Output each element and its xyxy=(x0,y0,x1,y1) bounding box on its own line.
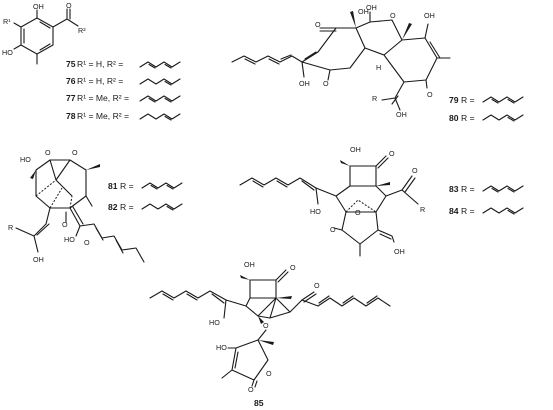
atom-o-85-ring: O xyxy=(266,369,272,378)
label-76-text: R¹ = H, R² = xyxy=(77,76,123,86)
label-77-number: 77 xyxy=(66,93,76,103)
chain-75 xyxy=(139,61,181,69)
atom-oh-79-left: OH xyxy=(299,79,310,88)
atom-oh-79-right: OH xyxy=(424,11,435,20)
chain-77 xyxy=(139,95,181,103)
atom-o-83-ketone: O xyxy=(389,149,395,158)
atom-o-81-c: O xyxy=(62,220,68,229)
label-77-text: R¹ = Me, R² = xyxy=(77,93,129,103)
label-84-number: 84 xyxy=(449,206,459,216)
label-76-number: 76 xyxy=(66,76,76,86)
atom-oh-79-top: OH xyxy=(358,7,369,16)
atom-o-acyl: O xyxy=(66,1,72,10)
atom-oh-85-top: OH xyxy=(244,260,255,269)
structure-81-82: HO O O R OH O HO O 81 R = 82 R = xyxy=(8,148,183,264)
label-75-number: 75 xyxy=(66,59,76,69)
atom-r1: R¹ xyxy=(3,17,11,26)
chain-84 xyxy=(482,207,524,215)
label-82-text: R = xyxy=(120,202,134,212)
atom-ho-85-bot: HO xyxy=(216,343,227,352)
atom-o-85-c: O xyxy=(248,385,254,394)
atom-o-85-ketone: O xyxy=(290,263,296,272)
label-81-number: 81 xyxy=(108,181,118,191)
label-85-number: 85 xyxy=(254,398,264,408)
atom-o-85-acyl: O xyxy=(314,281,320,290)
label-75-text: R¹ = H, R² = xyxy=(77,59,123,69)
atom-ho-left: HO xyxy=(2,48,13,57)
chain-79 xyxy=(482,96,524,104)
atom-oh-81-left: OH xyxy=(33,255,44,264)
atom-o-83-acyl: O xyxy=(412,166,418,175)
atom-h-79: H xyxy=(376,63,381,72)
atom-o-83-lactone: O xyxy=(330,225,336,234)
label-80-number: 80 xyxy=(449,113,459,123)
label-80-text: R = xyxy=(461,113,475,123)
label-81-text: R = xyxy=(120,181,134,191)
atom-oh-79-bot: OH xyxy=(396,110,407,119)
label-79-text: R = xyxy=(461,95,475,105)
atom-r2: R² xyxy=(78,26,86,35)
structure-85: HO OH O O O HO O O 85 xyxy=(149,260,391,408)
chain-80 xyxy=(482,114,524,122)
atom-ho-81-right: HO xyxy=(64,235,75,244)
atom-oh-83-bot: OH xyxy=(394,247,405,256)
label-78-text: R¹ = Me, R² = xyxy=(77,111,129,121)
atom-oh-top: OH xyxy=(33,2,44,11)
atom-o-79-b: O xyxy=(323,79,329,88)
atom-r-83: R xyxy=(420,205,425,214)
atom-oh-79-top2: OH xyxy=(366,3,377,12)
label-84-text: R = xyxy=(461,206,475,216)
chain-78 xyxy=(139,113,181,121)
atom-r-79: R xyxy=(372,94,377,103)
atom-oh-83-top: OH xyxy=(350,145,361,154)
atom-o-81-d: O xyxy=(84,238,90,247)
structure-75-78: OH R¹ HO O R² 75 R¹ = H, R² = 76 R¹ = H,… xyxy=(2,1,181,121)
label-82-number: 82 xyxy=(108,202,118,212)
structure-79-80: OH O O OH OH O H OH O R OH 79 R = 80 xyxy=(231,3,524,123)
label-83-number: 83 xyxy=(449,184,459,194)
chain-81 xyxy=(141,182,183,190)
atom-o-83-bridge: O xyxy=(355,208,361,217)
structure-83-84: HO OH O O O OH O R 83 R = 84 R = xyxy=(239,145,524,257)
chain-83 xyxy=(482,185,524,193)
atom-r-81: R xyxy=(8,223,13,232)
atom-o-79-a: O xyxy=(315,20,321,29)
chain-82 xyxy=(141,203,183,211)
label-83-text: R = xyxy=(461,184,475,194)
atom-ho-81: HO xyxy=(20,155,31,164)
atom-o-81-b: O xyxy=(72,148,78,157)
atom-o-79-c: O xyxy=(427,90,433,99)
atom-ho-85: HO xyxy=(209,318,220,327)
atom-o-79-furan: O xyxy=(390,11,396,20)
atom-o-81-a: O xyxy=(45,148,51,157)
label-79-number: 79 xyxy=(449,95,459,105)
atom-o-85-bridge: O xyxy=(263,321,269,330)
chain-76 xyxy=(139,78,181,86)
atom-ho-83: HO xyxy=(310,207,321,216)
label-78-number: 78 xyxy=(66,111,76,121)
